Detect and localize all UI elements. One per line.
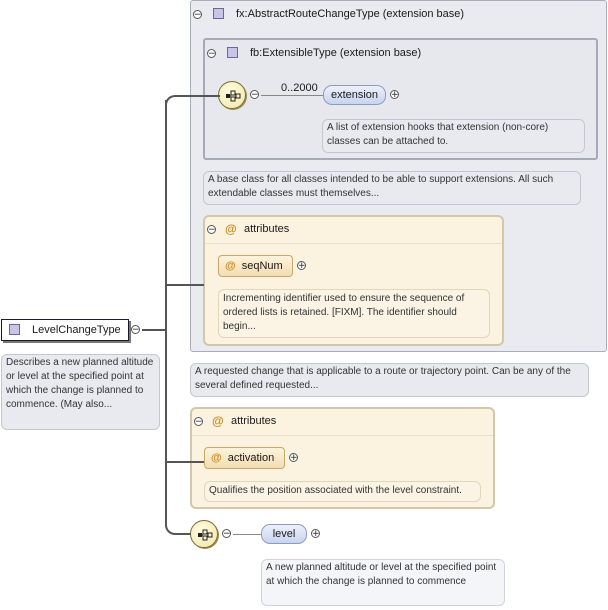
expand-icon[interactable]: + [289, 453, 298, 463]
extensible-type-label: fb:ExtensibleType (extension base) [250, 47, 422, 59]
at-icon: @ [211, 452, 222, 464]
purple-square-icon [9, 324, 20, 335]
level-element[interactable]: level [261, 524, 307, 544]
level-doc: A new planned altitude or level at the s… [261, 559, 505, 606]
collapse-icon[interactable]: − [194, 417, 203, 427]
purple-square-icon [213, 8, 224, 19]
seqnum-label: seqNum [241, 260, 283, 272]
sequence-compositor-icon[interactable] [218, 81, 246, 109]
seqnum-attribute[interactable]: @ seqNum [218, 255, 293, 277]
root-element-label: LevelChangeType [32, 324, 121, 336]
sequence-compositor-icon[interactable] [190, 520, 218, 548]
activation-doc: Qualifies the position associated with t… [204, 481, 481, 502]
abstract-route-change-doc: A requested change that is applicable to… [190, 363, 589, 397]
root-connector [142, 329, 166, 331]
expand-icon[interactable]: + [311, 529, 320, 539]
collapse-icon[interactable]: − [222, 529, 231, 539]
seqnum-doc: Incrementing identifier used to ensure t… [218, 289, 490, 338]
extension-multiplicity: 0..2000 [281, 82, 318, 94]
activation-attribute[interactable]: @ activation [204, 447, 285, 469]
at-icon: @ [225, 222, 237, 236]
collapse-icon[interactable]: − [207, 49, 216, 59]
root-element[interactable]: LevelChangeType [1, 319, 129, 341]
attributes-outer-label: attributes [231, 415, 277, 427]
expand-icon[interactable]: + [297, 261, 306, 271]
collapse-icon[interactable]: − [250, 90, 259, 100]
root-doc: Describes a new planned altitude or leve… [1, 354, 160, 430]
expand-icon[interactable]: + [390, 90, 399, 100]
collapse-icon[interactable]: − [131, 325, 140, 335]
at-icon: @ [212, 414, 224, 428]
extensible-type-doc: A base class for all classes intended to… [203, 171, 581, 205]
purple-square-icon [227, 47, 238, 58]
sequence-glyph-icon [198, 529, 213, 541]
collapse-icon[interactable]: − [207, 225, 216, 235]
sequence-glyph-icon [226, 90, 241, 102]
extension-element[interactable]: extension [323, 85, 386, 105]
trunk-connector [165, 100, 167, 526]
attributes-inner-label: attributes [244, 223, 290, 235]
activation-label: activation [227, 452, 275, 464]
at-icon: @ [225, 260, 236, 272]
abstract-route-change-label: fx:AbstractRouteChangeType (extension ba… [236, 8, 465, 20]
collapse-icon[interactable]: − [193, 10, 202, 20]
extension-doc: A list of extension hooks that extension… [322, 119, 585, 153]
